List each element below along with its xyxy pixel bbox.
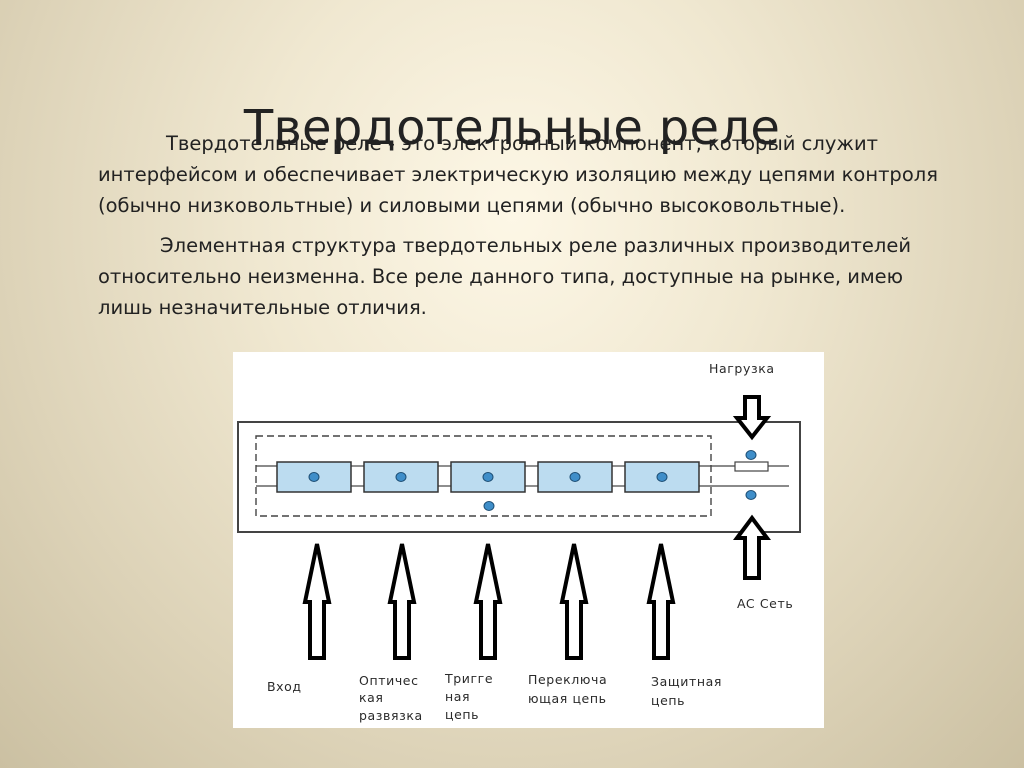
label-trigger-line3: цепь xyxy=(445,707,479,722)
label-optical-line3: развязка xyxy=(359,708,423,723)
load-arrow-icon xyxy=(732,395,772,441)
label-switching-line2: ющая цепь xyxy=(528,691,607,706)
indicator-dot xyxy=(569,472,581,482)
label-trigger-line2: ная xyxy=(445,689,470,704)
block-optical-isolation xyxy=(363,461,439,493)
arrow-up-optical-icon xyxy=(387,543,417,660)
label-protection-line1: Защитная xyxy=(651,674,722,689)
arrow-up-trigger-icon xyxy=(473,543,503,660)
relay-diagram: Нагрузка AC Сеть Вход Оптичес кая развяз… xyxy=(233,352,824,728)
indicator-dot xyxy=(483,501,495,511)
label-input: Вход xyxy=(267,679,302,694)
mains-arrow-icon xyxy=(733,514,771,580)
arrow-up-protection-icon xyxy=(646,543,676,660)
slide-body: Твердотельные реле - это электронный ком… xyxy=(98,128,948,323)
indicator-dot xyxy=(395,472,407,482)
label-load: Нагрузка xyxy=(709,361,775,376)
paragraph-definition: Твердотельные реле - это электронный ком… xyxy=(98,132,938,217)
arrow-up-input-icon xyxy=(302,543,332,660)
indicator-dot xyxy=(308,472,320,482)
label-protection-line2: цепь xyxy=(651,693,685,708)
indicator-dot xyxy=(482,472,494,482)
indicator-dot xyxy=(656,472,668,482)
block-switching-circuit xyxy=(537,461,613,493)
relay-casing xyxy=(237,421,801,533)
mains-terminal-dot xyxy=(745,490,757,500)
label-ac-mains: AC Сеть xyxy=(737,596,793,611)
slide-title: Твердотельные реле xyxy=(243,100,781,157)
arrow-up-switching-icon xyxy=(559,543,589,660)
isolation-boundary xyxy=(255,435,712,517)
load-resistor xyxy=(734,461,769,472)
label-optical-line2: кая xyxy=(359,690,384,705)
block-trigger-circuit xyxy=(450,461,526,493)
load-terminal-dot xyxy=(745,450,757,460)
relay-diagram-svg: Нагрузка AC Сеть Вход Оптичес кая развяз… xyxy=(237,361,801,723)
label-trigger-line1: Тригге xyxy=(444,671,493,686)
block-protection-circuit xyxy=(624,461,700,493)
block-input xyxy=(276,461,352,493)
label-optical-line1: Оптичес xyxy=(359,673,419,688)
label-switching-line1: Переключа xyxy=(528,672,607,687)
paragraph-structure: Элементная структура твердотельных реле … xyxy=(98,234,911,319)
